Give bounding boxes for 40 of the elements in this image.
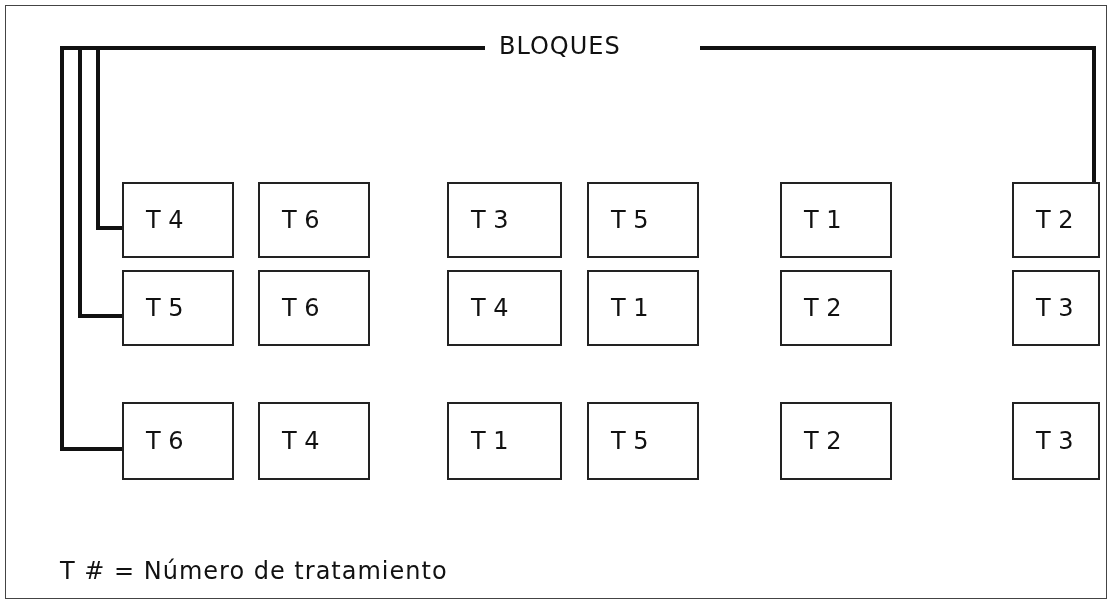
treatment-label: T 4 [471,294,509,322]
treatment-label: T 5 [611,427,649,455]
plot-box [447,402,562,480]
treatment-label: T 4 [146,206,184,234]
treatment-label: T 5 [146,294,184,322]
plot-box [587,270,699,346]
plot-box [447,182,562,258]
plot-box [1012,270,1100,346]
plot-box [1012,402,1100,480]
plot-box [780,182,892,258]
bracket-line [700,46,1096,182]
plot-box [258,182,370,258]
plot-box [122,402,234,480]
treatment-label: T 4 [282,427,320,455]
treatment-label: T 5 [611,206,649,234]
treatment-label: T 2 [804,427,842,455]
plot-box [780,270,892,346]
plot-box [122,270,234,346]
treatment-label: T 1 [471,427,509,455]
treatment-label: T 1 [611,294,649,322]
plot-box [780,402,892,480]
treatment-label: T 6 [146,427,184,455]
plot-box [447,270,562,346]
treatment-label: T 6 [282,206,320,234]
bracket-line [60,46,485,451]
plot-box [587,182,699,258]
plot-box [258,402,370,480]
plot-box [122,182,234,258]
treatment-label: T 3 [1036,427,1074,455]
treatment-label: T 3 [471,206,509,234]
plot-box [1012,182,1100,258]
legend-note: T # = Número de tratamiento [60,557,448,585]
treatment-label: T 1 [804,206,842,234]
plot-box [258,270,370,346]
treatment-label: T 3 [1036,294,1074,322]
group-heading: BLOQUES [499,32,621,60]
treatment-label: T 6 [282,294,320,322]
treatment-label: T 2 [804,294,842,322]
plot-box [587,402,699,480]
treatment-label: T 2 [1036,206,1074,234]
